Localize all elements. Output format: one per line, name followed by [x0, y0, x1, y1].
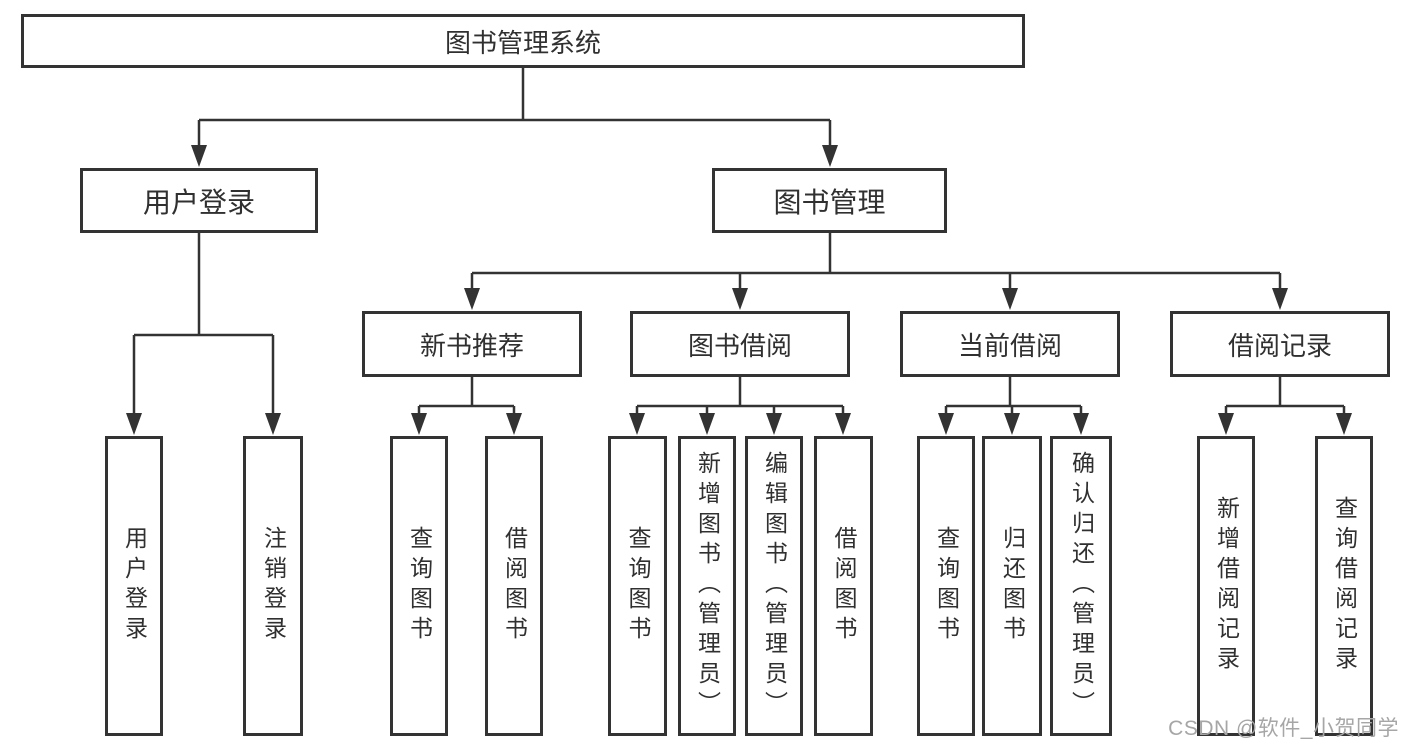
leaf-add-book-admin: 新增图书（管理员） [678, 436, 736, 736]
leaf-query-books-borrow: 查询图书 [608, 436, 667, 736]
leaf-edit-book-admin: 编辑图书（管理员） [745, 436, 803, 736]
node-new-book-recommend: 新书推荐 [362, 311, 582, 377]
leaf-borrow-books: 借阅图书 [814, 436, 873, 736]
watermark: CSDN @软件_小贺同学 [1168, 717, 1399, 740]
node-borrow-records: 借阅记录 [1170, 311, 1390, 377]
node-book-borrow: 图书借阅 [630, 311, 850, 377]
node-current-borrow: 当前借阅 [900, 311, 1120, 377]
leaf-user-login: 用户登录 [105, 436, 163, 736]
leaf-logout-login: 注销登录 [243, 436, 303, 736]
node-root: 图书管理系统 [21, 14, 1025, 68]
node-user-login: 用户登录 [80, 168, 318, 233]
node-book-management: 图书管理 [712, 168, 947, 233]
leaf-confirm-return-admin: 确认归还（管理员） [1050, 436, 1112, 736]
leaf-add-borrow-record: 新增借阅记录 [1197, 436, 1255, 736]
leaf-query-borrow-record: 查询借阅记录 [1315, 436, 1373, 736]
leaf-query-books-recommend: 查询图书 [390, 436, 448, 736]
leaf-query-books-current: 查询图书 [917, 436, 975, 736]
leaf-return-book: 归还图书 [982, 436, 1042, 736]
leaf-borrow-books-recommend: 借阅图书 [485, 436, 543, 736]
